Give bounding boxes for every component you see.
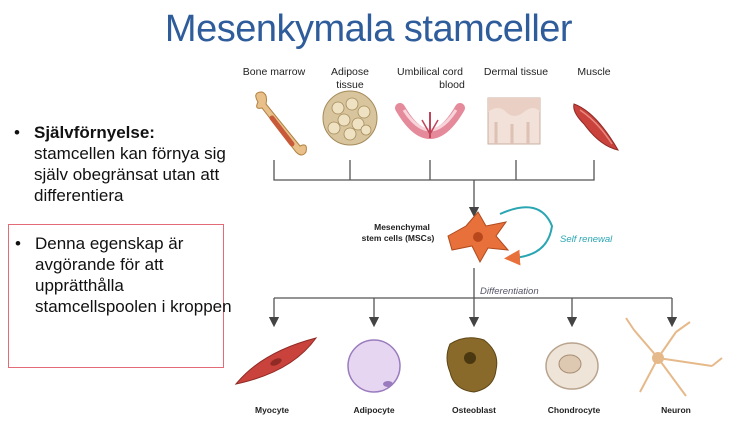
myocyte-icon bbox=[234, 337, 318, 385]
chondrocyte-icon bbox=[545, 342, 599, 390]
msc-cell-icon bbox=[447, 211, 510, 264]
source-connector bbox=[273, 160, 595, 218]
bullet-text: Denna egenskap är avgörande för att uppr… bbox=[35, 234, 232, 316]
source-label-adipose: Adipose bbox=[331, 66, 369, 78]
msc-label-2: stem cells (MSCs) bbox=[362, 233, 435, 243]
product-label-osteoblast: Osteoblast bbox=[452, 405, 496, 415]
msc-label-1: Mesenchymal bbox=[374, 222, 430, 232]
self-renewal-arrow bbox=[499, 206, 554, 266]
bullet-self-renewal: • Självförnyelse: stamcellen kan förnya … bbox=[14, 122, 264, 206]
neuron-icon bbox=[625, 317, 723, 397]
highlight-box: • Denna egenskap är avgörande för att up… bbox=[8, 224, 232, 368]
source-label-dermal: Dermal tissue bbox=[484, 66, 548, 78]
bullet-list: • Självförnyelse: stamcellen kan förnya … bbox=[14, 122, 264, 206]
differentiation-label: Differentiation bbox=[480, 286, 539, 297]
bone-marrow-icon bbox=[255, 91, 307, 156]
source-label-adipose-2: tissue bbox=[336, 79, 364, 91]
product-label-adipocyte: Adipocyte bbox=[353, 405, 394, 415]
adipocyte-icon bbox=[347, 339, 401, 393]
differentiation-connector bbox=[268, 297, 678, 328]
source-label-umbilical: Umbilical cord bbox=[397, 66, 463, 78]
umbilical-cord-icon bbox=[395, 103, 465, 139]
muscle-icon bbox=[573, 103, 620, 151]
dermal-tissue-icon bbox=[487, 97, 541, 145]
adipose-icon bbox=[322, 90, 378, 146]
self-renewal-label: Self renewal bbox=[560, 234, 613, 245]
bullet-importance: • Denna egenskap är avgörande för att up… bbox=[15, 233, 235, 317]
bullet-heading: Självförnyelse: bbox=[34, 123, 155, 142]
source-label-muscle: Muscle bbox=[577, 66, 610, 78]
bullet-dot: • bbox=[14, 123, 20, 142]
product-label-myocyte: Myocyte bbox=[255, 405, 289, 415]
bullet-dot: • bbox=[15, 234, 21, 253]
source-label-umbilical-2: blood bbox=[439, 79, 465, 91]
bullet-text: stamcellen kan förnya sig själv obegräns… bbox=[34, 144, 226, 205]
product-label-chondrocyte: Chondrocyte bbox=[548, 405, 601, 415]
osteoblast-icon bbox=[446, 337, 498, 393]
page-title: Mesenkymala stamceller bbox=[164, 8, 573, 50]
source-label-bone-marrow: Bone marrow bbox=[243, 66, 306, 78]
product-label-neuron: Neuron bbox=[661, 405, 691, 415]
